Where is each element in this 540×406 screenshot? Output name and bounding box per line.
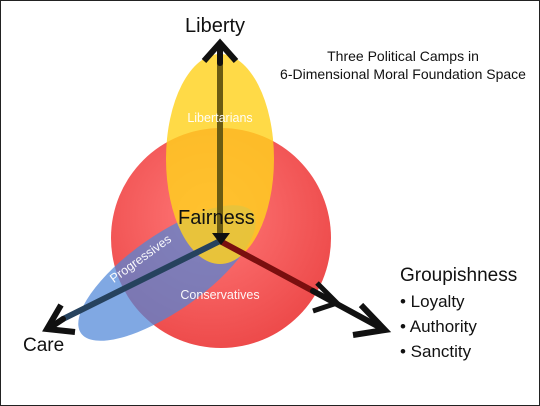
diagram-title-line-2: 6-Dimensional Moral Foundation Space bbox=[280, 66, 526, 82]
groupishness-axis bbox=[217, 238, 316, 294]
fairness-label: Fairness bbox=[178, 207, 255, 229]
care-label: Care bbox=[23, 335, 65, 356]
groupishness-axis-end bbox=[310, 288, 384, 331]
groupishness-arrowhead-1 bbox=[312, 281, 342, 314]
libertarians-label: Libertarians bbox=[187, 111, 252, 125]
conservatives-label: Conservatives bbox=[180, 288, 259, 302]
liberty-label: Liberty bbox=[185, 15, 246, 37]
liberty-arrowhead bbox=[201, 38, 239, 63]
groupishness-item-authority: • Authority bbox=[400, 317, 477, 336]
diagram-title-line-1: Three Political Camps in bbox=[327, 48, 479, 64]
fairness-arrowhead bbox=[212, 233, 230, 245]
groupishness-item-loyalty: • Loyalty bbox=[400, 292, 465, 311]
groupishness-label: Groupishness bbox=[400, 265, 518, 286]
groupishness-item-sanctity: • Sanctity bbox=[400, 342, 472, 361]
care-axis bbox=[60, 238, 223, 322]
care-arrowhead bbox=[42, 303, 76, 335]
care-axis-end bbox=[48, 316, 66, 330]
groupishness-arrowhead-2 bbox=[352, 302, 392, 338]
